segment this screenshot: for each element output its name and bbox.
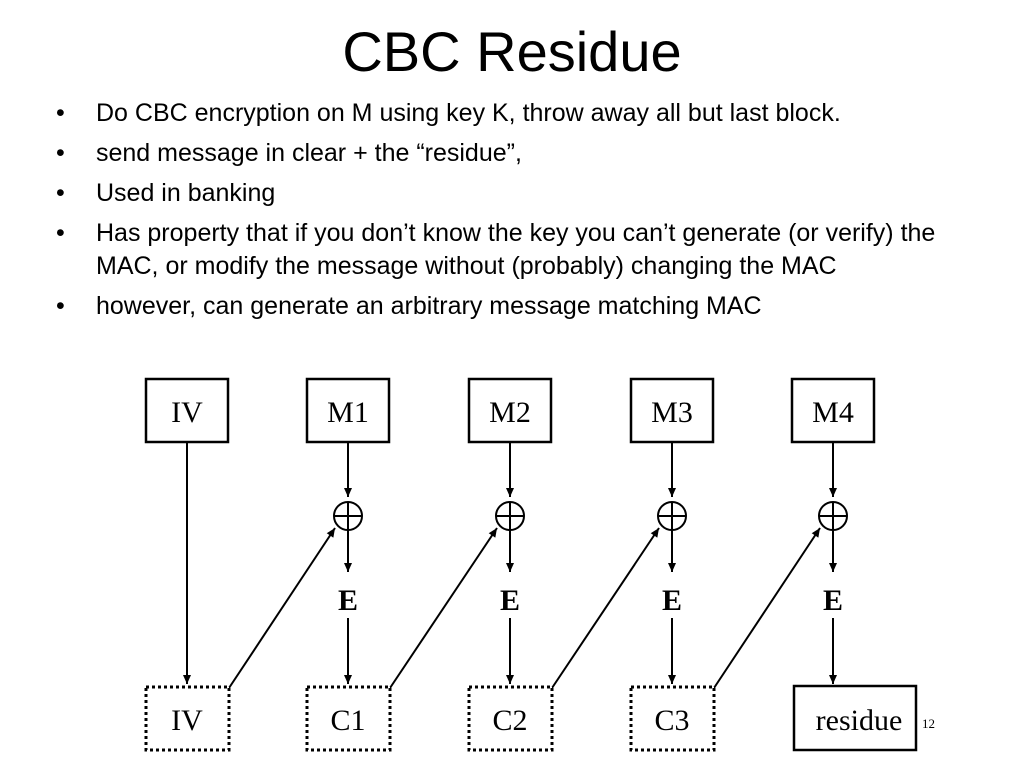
chain-arrow-c2-to-xor3 — [551, 527, 660, 689]
encrypt-label: E — [500, 584, 520, 617]
output-box-residue: residue — [792, 684, 918, 752]
output-label: C1 — [330, 704, 365, 737]
xor-icon — [818, 501, 848, 531]
bullet-text: Has property that if you don’t know the … — [96, 219, 936, 280]
bullet-dot: • — [56, 99, 65, 127]
column-m4: E — [818, 442, 848, 684]
xor-icon — [657, 501, 687, 531]
output-box-c1: C1 — [305, 685, 392, 752]
output-box-c3: C3 — [629, 685, 716, 752]
input-box-m4: M4 — [790, 377, 876, 444]
output-label: C2 — [492, 704, 527, 737]
bullet-text: send message in clear + the “residue”, — [96, 139, 522, 167]
input-box-m1: M1 — [305, 377, 391, 444]
encrypt-label: E — [823, 584, 843, 617]
bullet-item: • Has property that if you don’t know the… — [56, 217, 976, 283]
slide-title: CBC Residue — [342, 20, 682, 83]
bullet-dot: • — [56, 292, 65, 320]
column-m2: E — [495, 442, 525, 684]
output-label: IV — [171, 704, 203, 737]
bullet-item: • Do CBC encryption on M using key K, thr… — [56, 97, 976, 130]
input-label: M3 — [651, 396, 693, 429]
bullet-dot: • — [56, 179, 65, 207]
input-box-m3: M3 — [629, 377, 715, 444]
output-box-iv: IV — [144, 685, 231, 752]
input-label: M4 — [812, 396, 854, 429]
input-label: M1 — [327, 396, 369, 429]
column-m3: E — [657, 442, 687, 684]
chain-arrow-c1-to-xor2 — [389, 527, 498, 689]
page-number: 12 — [922, 716, 935, 731]
output-box-c2: C2 — [467, 685, 554, 752]
output-label: C3 — [654, 704, 689, 737]
column-m1: E — [333, 442, 363, 684]
encrypt-label: E — [338, 584, 358, 617]
chain-arrow-iv-to-xor1 — [228, 527, 336, 689]
input-label: IV — [171, 396, 203, 429]
encrypt-label: E — [662, 584, 682, 617]
chain-arrow-c3-to-xor4 — [713, 527, 821, 689]
input-box-iv: IV — [144, 377, 230, 444]
bullet-text: however, can generate an arbitrary messa… — [96, 292, 762, 320]
input-box-m2: M2 — [467, 377, 553, 444]
bullet-item: • send message in clear + the “residue”, — [56, 137, 976, 170]
xor-icon — [495, 501, 525, 531]
bullet-item: • Used in banking — [56, 177, 976, 210]
bullet-list: • Do CBC encryption on M using key K, thr… — [56, 97, 976, 330]
output-label: residue — [816, 704, 903, 737]
bullet-dot: • — [56, 139, 65, 167]
bullet-text: Do CBC encryption on M using key K, thro… — [96, 99, 841, 127]
input-label: M2 — [489, 396, 531, 429]
bullet-dot: • — [56, 219, 65, 247]
bullet-text: Used in banking — [96, 179, 276, 207]
bullet-item: • however, can generate an arbitrary mess… — [56, 290, 976, 323]
xor-icon — [333, 501, 363, 531]
